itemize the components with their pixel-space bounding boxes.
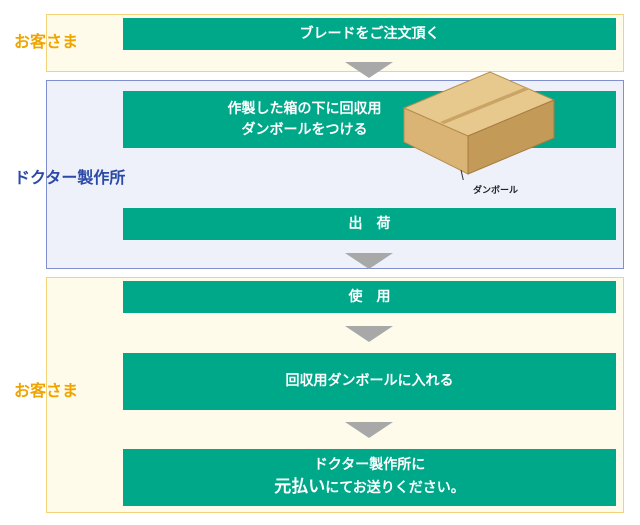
doctor-zone-label: ドクター製作所 [14,168,126,187]
cardboard-box-caption: ダンボール [473,186,519,196]
step-return-line2-rest: にてお送りください。 [325,480,465,497]
step-attach-line1: 作製した箱の下に回収用 [227,101,382,118]
cardboard-box-illustration [402,71,556,180]
step-ship: 出 荷 [123,208,616,240]
step-return-line1: ドクター製作所に [313,457,426,474]
customer-zone-bottom-label: お客さま [14,381,79,400]
step-use: 使 用 [123,281,616,313]
step-return-emphasis: 元払い [274,477,326,498]
step-put-in-box-text: 回収用ダンボールに入れる [285,373,454,390]
step-return-line2: 元払いにてお送りください。 [274,475,465,500]
customer-zone-top-label: お客さま [14,32,79,51]
step-return: ドクター製作所に 元払いにてお送りください。 [123,449,616,506]
step-ship-text: 出 荷 [348,215,391,232]
step-order-text: ブレードをご注文頂く [299,25,440,42]
step-order: ブレードをご注文頂く [123,18,616,50]
flow-arrow-3 [345,326,393,342]
step-attach-line2: ダンボールをつける [241,121,368,138]
flow-arrow-2 [345,253,393,269]
step-put-in-box: 回収用ダンボールに入れる [123,353,616,410]
flow-arrow-4 [345,422,393,438]
step-use-text: 使 用 [348,288,391,305]
flow-arrow-1 [345,62,393,78]
